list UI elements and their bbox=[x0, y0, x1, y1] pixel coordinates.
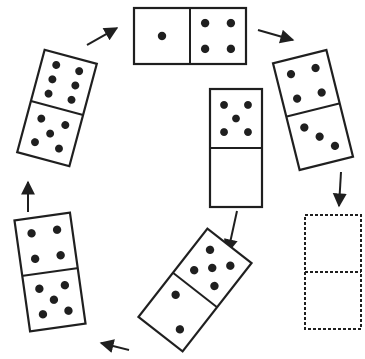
domino-bottom-left bbox=[14, 213, 85, 332]
dominoes-layer bbox=[14, 8, 361, 351]
domino-upper-left bbox=[17, 50, 97, 166]
arrow-upper-left-to-top bbox=[87, 28, 117, 45]
arrow-top-to-upper-right bbox=[258, 30, 293, 40]
domino-pip bbox=[220, 128, 228, 136]
domino-bottom-center bbox=[138, 229, 251, 352]
domino-pip bbox=[201, 45, 209, 53]
domino-pip bbox=[244, 128, 252, 136]
domino-center bbox=[210, 89, 262, 207]
domino-top bbox=[134, 8, 246, 64]
domino-pip bbox=[244, 101, 252, 109]
domino-pip bbox=[201, 19, 209, 27]
arrow-bottom-center-to-bottom-left bbox=[101, 343, 129, 350]
domino-pip bbox=[227, 19, 235, 27]
domino-pip bbox=[220, 101, 228, 109]
domino-pip bbox=[158, 32, 166, 40]
domino-missing-bottom-right bbox=[305, 215, 361, 329]
arrow-upper-right-to-missing bbox=[339, 172, 341, 206]
domino-pip bbox=[232, 115, 240, 123]
domino-pip bbox=[227, 45, 235, 53]
domino-upper-right bbox=[273, 50, 353, 170]
